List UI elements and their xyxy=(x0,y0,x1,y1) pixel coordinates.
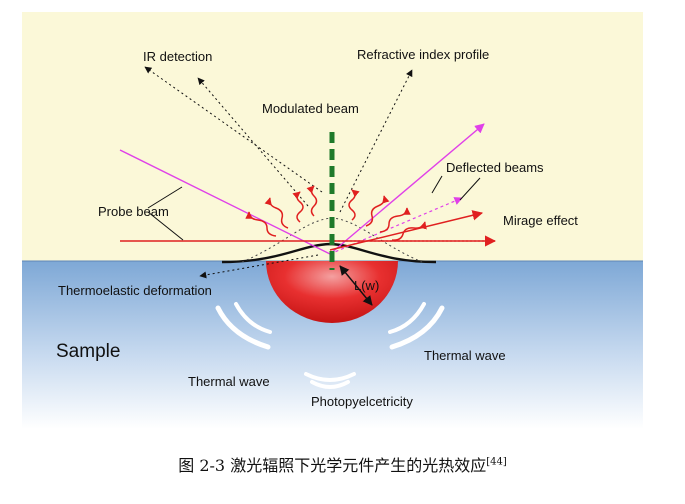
thermal-wave-arc-bottom xyxy=(310,380,350,389)
heat-wave-arrow xyxy=(306,185,318,217)
deflected-red-beam xyxy=(329,210,484,251)
thermal-wave-right-label: Thermal wave xyxy=(424,348,506,363)
deflected-beams-leader xyxy=(431,175,443,194)
thermal-wave-left-label: Thermal wave xyxy=(188,374,270,389)
thermal-wave-arc-right xyxy=(389,305,445,350)
ir-detection-label: IR detection xyxy=(143,49,212,64)
probe-beam-line xyxy=(119,149,331,255)
reflected-probe-beam xyxy=(329,123,485,255)
probe-beam-leader xyxy=(147,186,183,209)
ir-detection-arrow xyxy=(144,66,323,193)
thermoelastic-deformation-label: Thermoelastic deformation xyxy=(58,283,212,298)
probe-beam-label: Probe beam xyxy=(98,204,169,219)
heat-wave-arrow xyxy=(264,197,289,229)
heat-wave-arrow xyxy=(348,189,360,221)
modulated-beam-label: Modulated beam xyxy=(262,101,359,116)
ir-detection-arrow-2 xyxy=(197,77,309,207)
refractive-index-profile-label: Refractive index profile xyxy=(357,47,489,62)
deflected-beams-leader-2 xyxy=(459,177,481,201)
thermal-wave-arc-bottom xyxy=(304,372,356,382)
heat-radiation-arrows xyxy=(245,185,427,241)
thermal-wave-arc-left xyxy=(234,302,272,334)
deflected-beams-label: Deflected beams xyxy=(446,160,544,175)
lw-arrow xyxy=(339,265,373,306)
thermal-wave-arc-right xyxy=(388,302,426,334)
thermal-wave-arcs xyxy=(215,302,445,389)
heat-wave-arrow xyxy=(391,221,427,241)
heat-wave-arrow xyxy=(365,195,390,227)
lw-label: L(w) xyxy=(354,278,379,293)
heat-wave-arrow xyxy=(292,191,304,223)
photopyelectricity-label: Photopyelcetricity xyxy=(311,394,413,409)
caption-reference: [44] xyxy=(486,456,507,468)
caption-text: 图 2-3 激光辐照下光学元件产生的光热效应 xyxy=(178,456,487,475)
sample-label: Sample xyxy=(56,341,120,362)
heat-wave-arrow xyxy=(245,211,277,237)
refractive-index-arrow xyxy=(339,69,413,213)
probe-beam-leader-2 xyxy=(147,211,184,241)
thermal-wave-arc-left xyxy=(215,305,271,350)
figure-caption: 图 2-3 激光辐照下光学元件产生的光热效应[44] xyxy=(0,452,685,476)
heat-wave-arrow xyxy=(379,207,411,233)
mirage-effect-label: Mirage effect xyxy=(503,213,578,228)
